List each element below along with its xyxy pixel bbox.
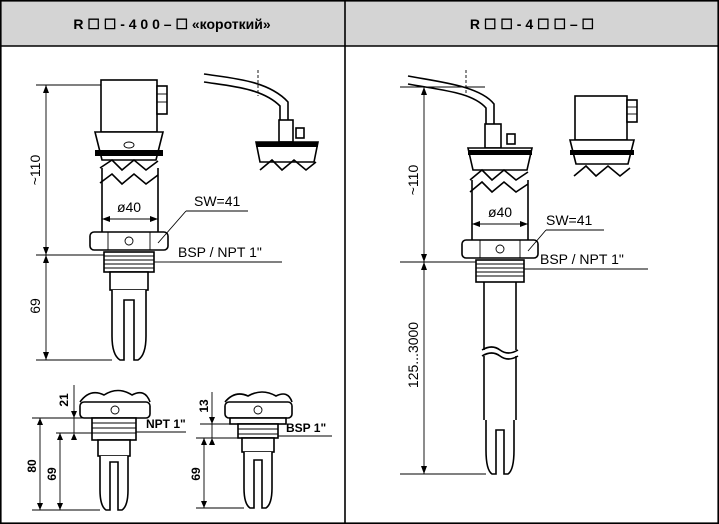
right-thread-label: BSP / NPT 1" — [540, 251, 624, 267]
right-height-label: ~110 — [405, 165, 421, 196]
dim-69-label-npt: 69 — [45, 467, 59, 481]
left-thread-label: BSP / NPT 1" — [178, 244, 262, 260]
npt-thread-label: NPT 1" — [146, 417, 186, 431]
right-diameter-label: ø40 — [488, 204, 512, 220]
left-cable-variant — [203, 70, 319, 172]
dim-69-label-bsp: 69 — [189, 467, 203, 481]
dim-21-label: 21 — [57, 393, 71, 407]
dim-13-label: 13 — [197, 399, 211, 413]
right-dimensions: ~110 125...3000 ø40 SW=41 BSP / NPT 1" — [400, 86, 648, 475]
right-wrench-label: SW=41 — [546, 212, 593, 228]
left-wrench-label: SW=41 — [194, 193, 241, 209]
right-sensor-drawing — [407, 70, 539, 475]
right-connector-variant — [568, 95, 638, 178]
bottom-right-drawing — [224, 391, 293, 509]
left-diameter-label: ø40 — [117, 199, 141, 215]
left-dimensions: ~110 69 ø40 SW=41 BSP / NPT 1" — [27, 84, 282, 361]
left-height-label: ~110 — [27, 155, 43, 186]
left-column-title: R ☐ ☐ - 4 0 0 – ☐ «короткий» — [73, 16, 271, 32]
bottom-left-drawing — [79, 389, 151, 511]
bottom-right-dimensions: 13 69 BSP 1" — [189, 392, 332, 509]
bottom-left-dimensions: 21 80 69 NPT 1" — [25, 385, 186, 511]
left-sensor-drawing — [89, 79, 169, 361]
table-header-bg — [0, 0, 719, 46]
right-length-label: 125...3000 — [405, 322, 421, 388]
right-column-title: R ☐ ☐ - 4 ☐ ☐ – ☐ — [470, 16, 594, 32]
bsp-thread-label: BSP 1" — [286, 421, 326, 435]
dim-80-label: 80 — [25, 459, 39, 473]
left-fork-label: 69 — [27, 298, 43, 314]
